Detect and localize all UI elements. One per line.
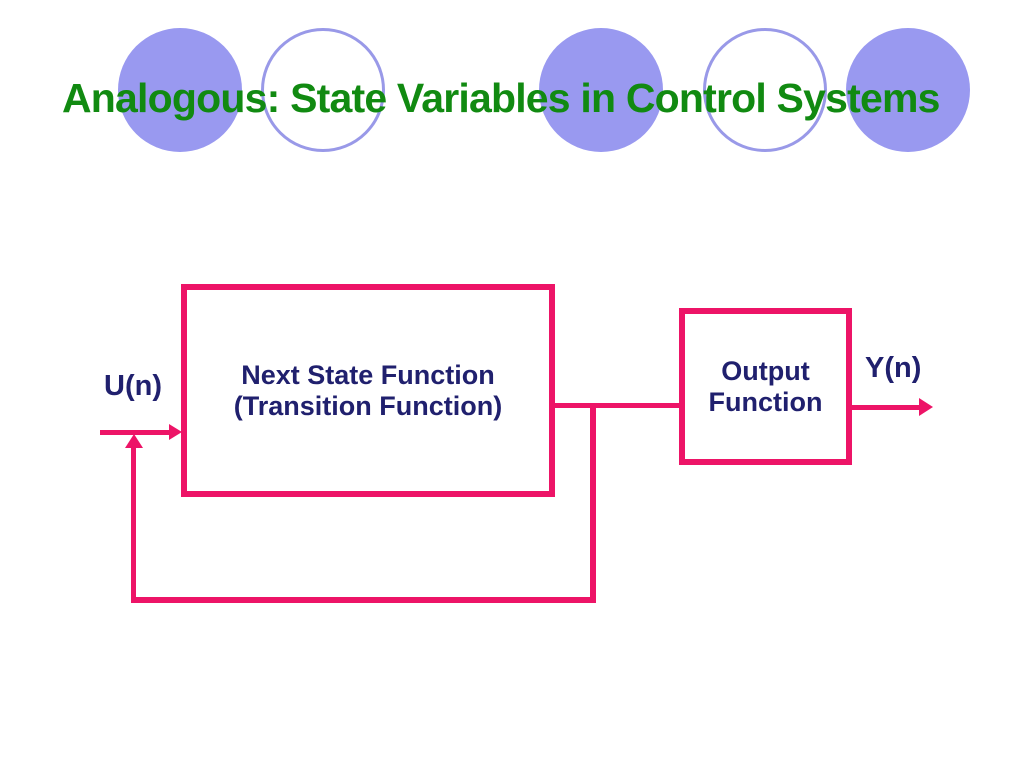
decorative-circle-filled-3 [539, 28, 663, 152]
slide-title: Analogous: State Variables in Control Sy… [62, 75, 940, 121]
feedback-drop-line [590, 403, 596, 603]
output-arrowhead-icon [919, 398, 933, 416]
decorative-circle-filled-5 [846, 28, 970, 152]
decorative-circle-outline-2 [261, 28, 385, 152]
input-arrow-line [100, 430, 170, 435]
output-function-box-text: Output Function [709, 356, 823, 418]
decorative-circle-outline-4 [703, 28, 827, 152]
feedback-arrowhead-icon [125, 434, 143, 448]
input-arrowhead-icon [169, 424, 182, 440]
output-signal-label: Y(n) [865, 352, 922, 384]
output-function-line2: Function [708, 386, 823, 417]
output-function-box: Output Function [679, 308, 852, 465]
feedback-up-line [131, 446, 136, 603]
decorative-circle-filled-1 [118, 28, 242, 152]
next-state-function-box: Next State Function (Transition Function… [181, 284, 555, 497]
state-to-output-line [555, 403, 679, 408]
output-arrow-line [852, 405, 920, 410]
output-function-line1: Output [721, 355, 810, 386]
feedback-bottom-line [131, 597, 596, 603]
next-state-function-line1: Next State Function [241, 359, 495, 390]
next-state-function-box-text: Next State Function (Transition Function… [234, 360, 502, 422]
next-state-function-line2: (Transition Function) [233, 390, 503, 421]
input-signal-label: U(n) [104, 370, 162, 402]
